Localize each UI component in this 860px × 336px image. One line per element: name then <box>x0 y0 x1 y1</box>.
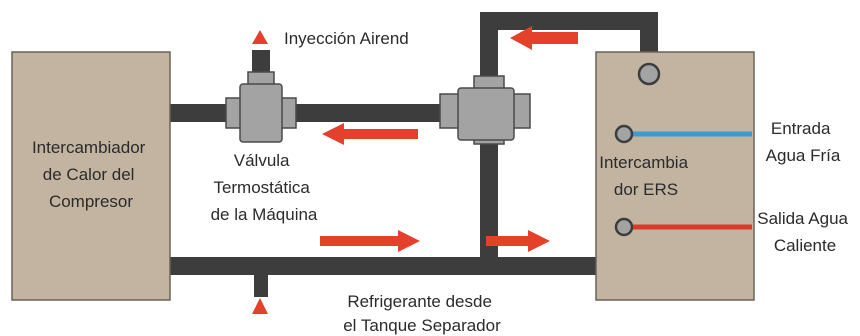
ers-label: Intercambia dor ERS <box>599 153 693 199</box>
valve-label: Válvula Termostática de la Máquina <box>211 151 318 224</box>
compressor-label-line2: de Calor del <box>43 165 135 184</box>
valve-label-line3: de la Máquina <box>211 205 318 224</box>
valve-label-line1: Válvula <box>234 151 290 170</box>
vertical-pipe-from-tee <box>480 12 498 96</box>
bottom-feed-pipe <box>254 275 268 297</box>
arrow-right-bottom-right <box>486 230 550 252</box>
ers-label-line1: Intercambia <box>599 153 688 172</box>
bottom-pipe <box>170 257 596 275</box>
arrow-right-bottom-left <box>320 230 420 252</box>
cold-water-port <box>614 124 634 144</box>
cold-water-label-line2: Agua Fría <box>766 146 841 165</box>
connector-pipe-down <box>480 138 498 258</box>
top-return-pipe <box>480 12 658 30</box>
thermostatic-valve <box>225 71 297 143</box>
cold-water-label-line1: Entrada <box>771 119 831 138</box>
pipes <box>170 12 658 297</box>
valve-label-line2: Termostática <box>213 178 310 197</box>
tee-valve <box>439 75 531 145</box>
ers-heat-exchanger <box>595 51 755 301</box>
hot-water-label: Salida Agua Caliente <box>757 209 852 255</box>
arrow-left-top <box>510 26 578 50</box>
cold-water-label: Entrada Agua Fría <box>766 119 841 165</box>
compressor-heat-exchanger <box>11 51 171 301</box>
flow-arrows <box>252 26 578 314</box>
refrigerant-label: Refrigerante desde el Tanque Separador <box>343 292 501 335</box>
top-pipe-mid-segment <box>290 104 450 122</box>
arrow-up-refrigerant <box>252 298 268 314</box>
compressor-label: Intercambiador de Calor del Compresor <box>32 138 150 211</box>
refrigerant-label-line1: Refrigerante desde <box>347 292 492 311</box>
hot-water-label-line1: Salida Agua <box>757 209 848 228</box>
arrow-up-injection <box>252 30 268 44</box>
compressor-label-line1: Intercambiador <box>32 138 146 157</box>
return-port <box>637 62 661 86</box>
hot-water-port <box>614 217 634 237</box>
arrow-left-middle <box>322 123 418 145</box>
injection-label: Inyección Airend <box>284 29 409 48</box>
hot-water-label-line2: Caliente <box>774 236 836 255</box>
refrigerant-label-line2: el Tanque Separador <box>343 316 501 335</box>
compressor-label-line3: Compresor <box>49 192 133 211</box>
ers-label-line2: dor ERS <box>614 180 678 199</box>
